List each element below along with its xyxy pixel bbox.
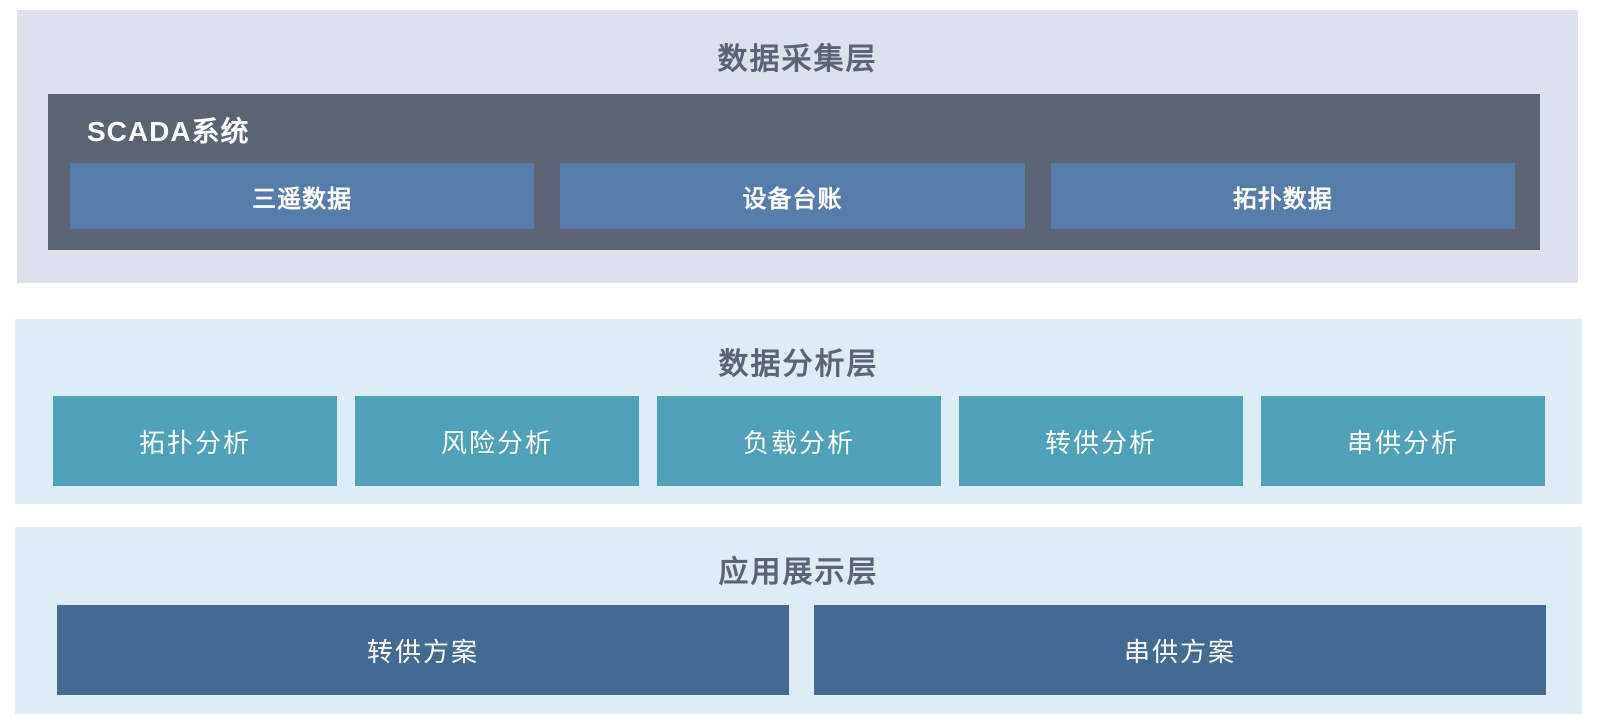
box-series-supply-analysis: 串供分析 xyxy=(1261,396,1545,486)
box-topology-analysis: 拓扑分析 xyxy=(53,396,337,486)
data-analysis-layer-title: 数据分析层 xyxy=(718,348,879,381)
box-topology-data: 拓扑数据 xyxy=(1050,163,1515,229)
scada-system-group: SCADA系统 三遥数据 设备台账 拓扑数据 xyxy=(48,94,1540,250)
box-equipment-ledger: 设备台账 xyxy=(560,163,1025,229)
scada-system-label: SCADA系统 xyxy=(87,116,250,147)
box-transfer-supply-analysis: 转供分析 xyxy=(959,396,1243,486)
data-collection-layer-title: 数据采集层 xyxy=(717,43,878,76)
application-display-layer: 应用展示层 转供方案 串供方案 xyxy=(15,527,1582,714)
analysis-items-row: 拓扑分析 风险分析 负载分析 转供分析 串供分析 xyxy=(53,396,1545,486)
scada-items-row: 三遥数据 设备台账 拓扑数据 xyxy=(70,163,1515,229)
box-three-remote-data: 三遥数据 xyxy=(70,163,535,229)
data-collection-layer: 数据采集层 SCADA系统 三遥数据 设备台账 拓扑数据 xyxy=(17,10,1578,283)
box-transfer-supply-plan: 转供方案 xyxy=(57,605,789,695)
data-analysis-layer: 数据分析层 拓扑分析 风险分析 负载分析 转供分析 串供分析 xyxy=(15,319,1582,504)
box-load-analysis: 负载分析 xyxy=(657,396,941,486)
box-series-supply-plan: 串供方案 xyxy=(814,605,1546,695)
application-items-row: 转供方案 串供方案 xyxy=(57,605,1546,695)
application-display-layer-title: 应用展示层 xyxy=(718,556,879,589)
box-risk-analysis: 风险分析 xyxy=(355,396,639,486)
